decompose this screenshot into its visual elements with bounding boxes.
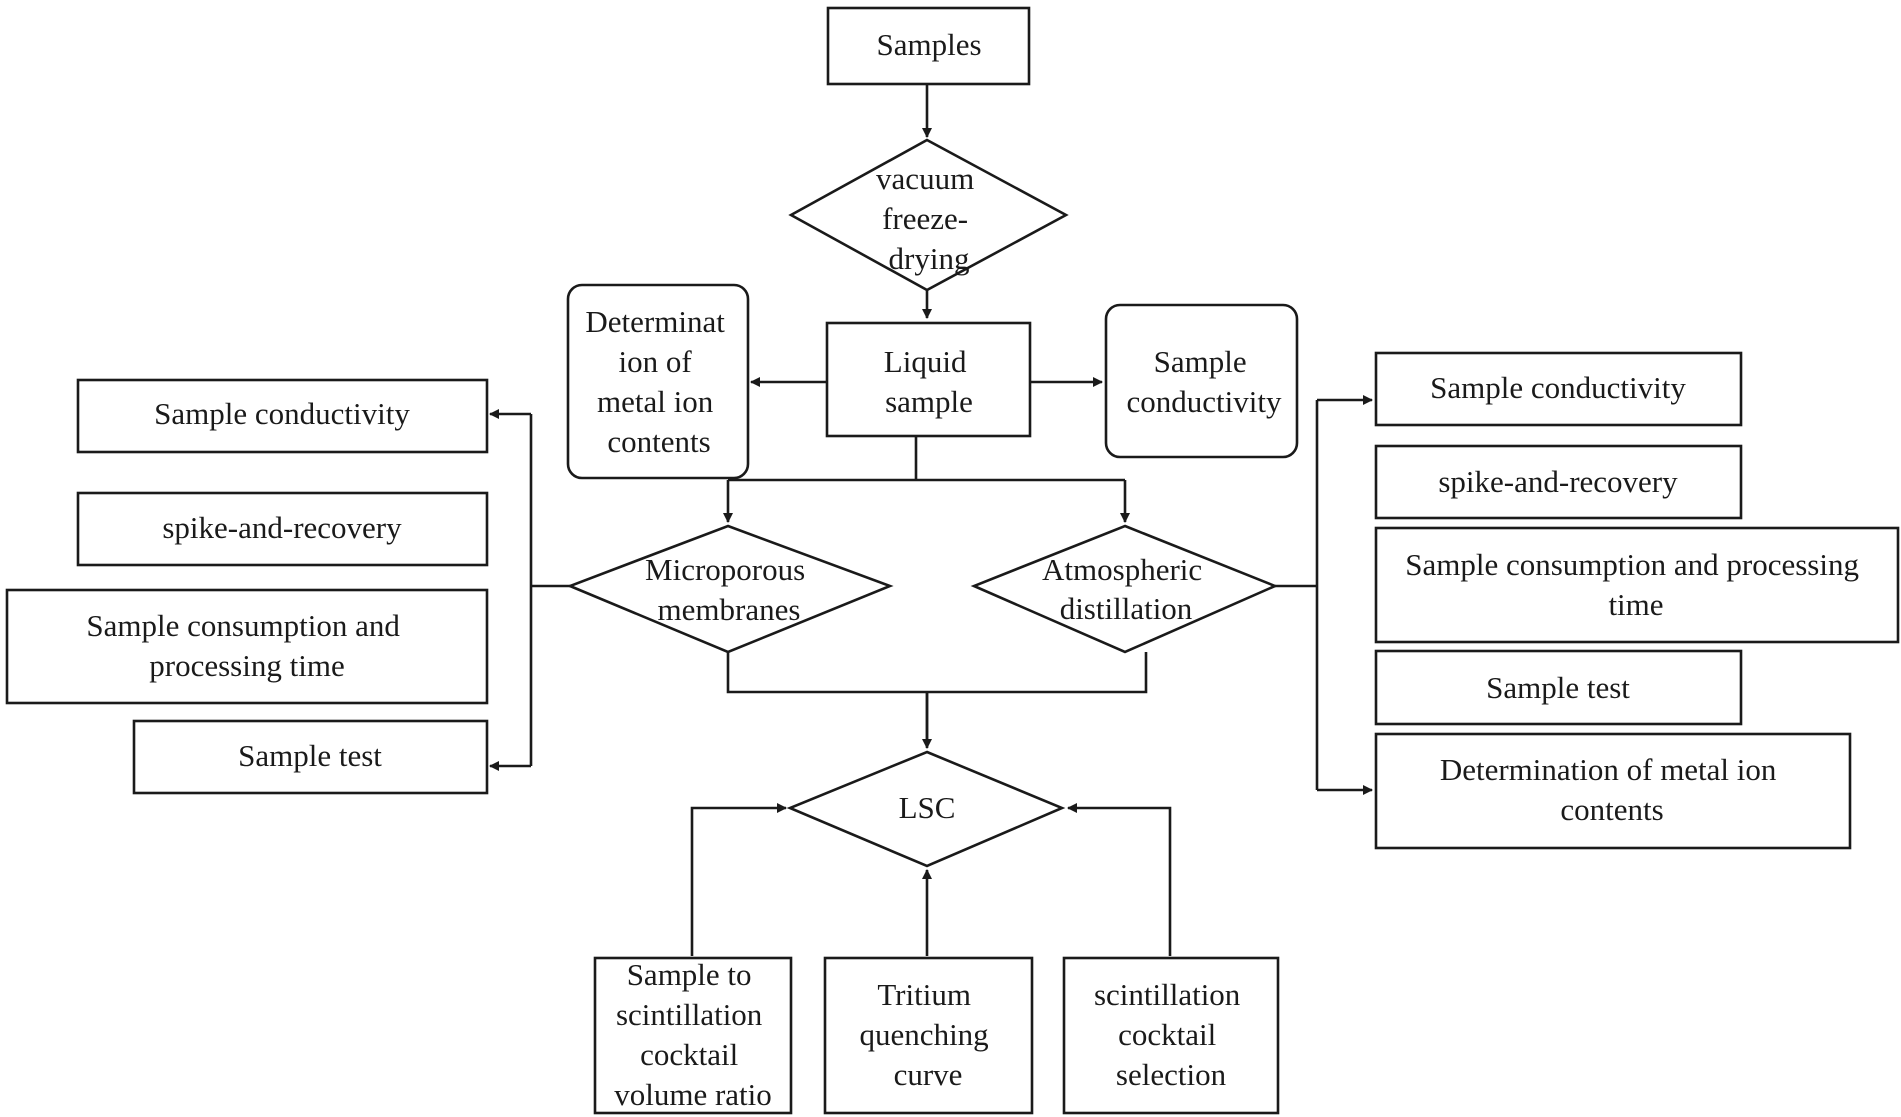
samples-label: Samples [876, 27, 981, 62]
cocktail-box [1062, 956, 1280, 1115]
right-consumption-label: Sample consumption and processing time [1405, 547, 1867, 622]
vacuum-diamond [788, 138, 1069, 292]
atmospheric-label: Atmospheric distillation [1042, 552, 1210, 626]
determination-top-box [566, 283, 750, 480]
conductivity-top-label: Sample conductivity [1127, 344, 1282, 419]
edge-cocktail-lsc [1067, 803, 1172, 956]
left-spike-label: spike-and-recovery [162, 510, 402, 545]
right-test-label: Sample test [1486, 670, 1630, 705]
ratio-label: Sample to scintillation cocktail volume … [614, 957, 772, 1112]
right-spike-label: spike-and-recovery [1438, 464, 1678, 499]
edge-ratio-lsc [690, 803, 787, 956]
left-test-label: Sample test [238, 738, 382, 773]
lsc-label: LSC [899, 790, 956, 825]
left-conductivity-box [76, 378, 489, 454]
liquid-sample-label: Liquid sample [884, 344, 974, 419]
vacuum-label: vacuum freeze- drying [876, 161, 982, 276]
right-determination-box [1374, 732, 1852, 850]
left-consumption-box [5, 588, 489, 705]
edge-liquid-split [728, 436, 1125, 482]
left-spike-box [76, 491, 489, 567]
edge-atmospheric-bracket [1275, 400, 1319, 790]
right-spike-box [1374, 444, 1743, 520]
edge-merge-lsc [726, 652, 1148, 746]
right-determination-label: Determination of metal ion contents [1440, 752, 1784, 827]
conductivity-top-box [1104, 303, 1299, 459]
edge-microporous-bracket [529, 414, 573, 766]
lsc-diamond [786, 750, 1066, 868]
labels: Samples vacuum freeze- drying Liquid sam… [86, 27, 1867, 1112]
determination-top-label: Determinat ion of metal ion contents [585, 304, 732, 459]
tritium-box [823, 956, 1034, 1115]
liquid-sample-box [825, 321, 1032, 438]
right-test-box [1374, 649, 1743, 726]
microporous-label: Microporous membranes [645, 552, 813, 627]
atmospheric-diamond [970, 524, 1279, 654]
left-test-box [132, 719, 489, 795]
samples-box [826, 6, 1031, 86]
left-consumption-label: Sample consumption and processing time [86, 608, 407, 683]
ratio-box [593, 956, 793, 1115]
right-conductivity-label: Sample conductivity [1430, 370, 1686, 405]
left-conductivity-label: Sample conductivity [154, 396, 410, 431]
right-conductivity-box [1374, 351, 1743, 427]
cocktail-label: scintillation cocktail selection [1094, 977, 1248, 1092]
microporous-diamond [566, 524, 894, 654]
right-consumption-box [1374, 526, 1900, 644]
tritium-label: Tritium quenching curve [860, 977, 997, 1092]
connectors [489, 84, 1373, 956]
